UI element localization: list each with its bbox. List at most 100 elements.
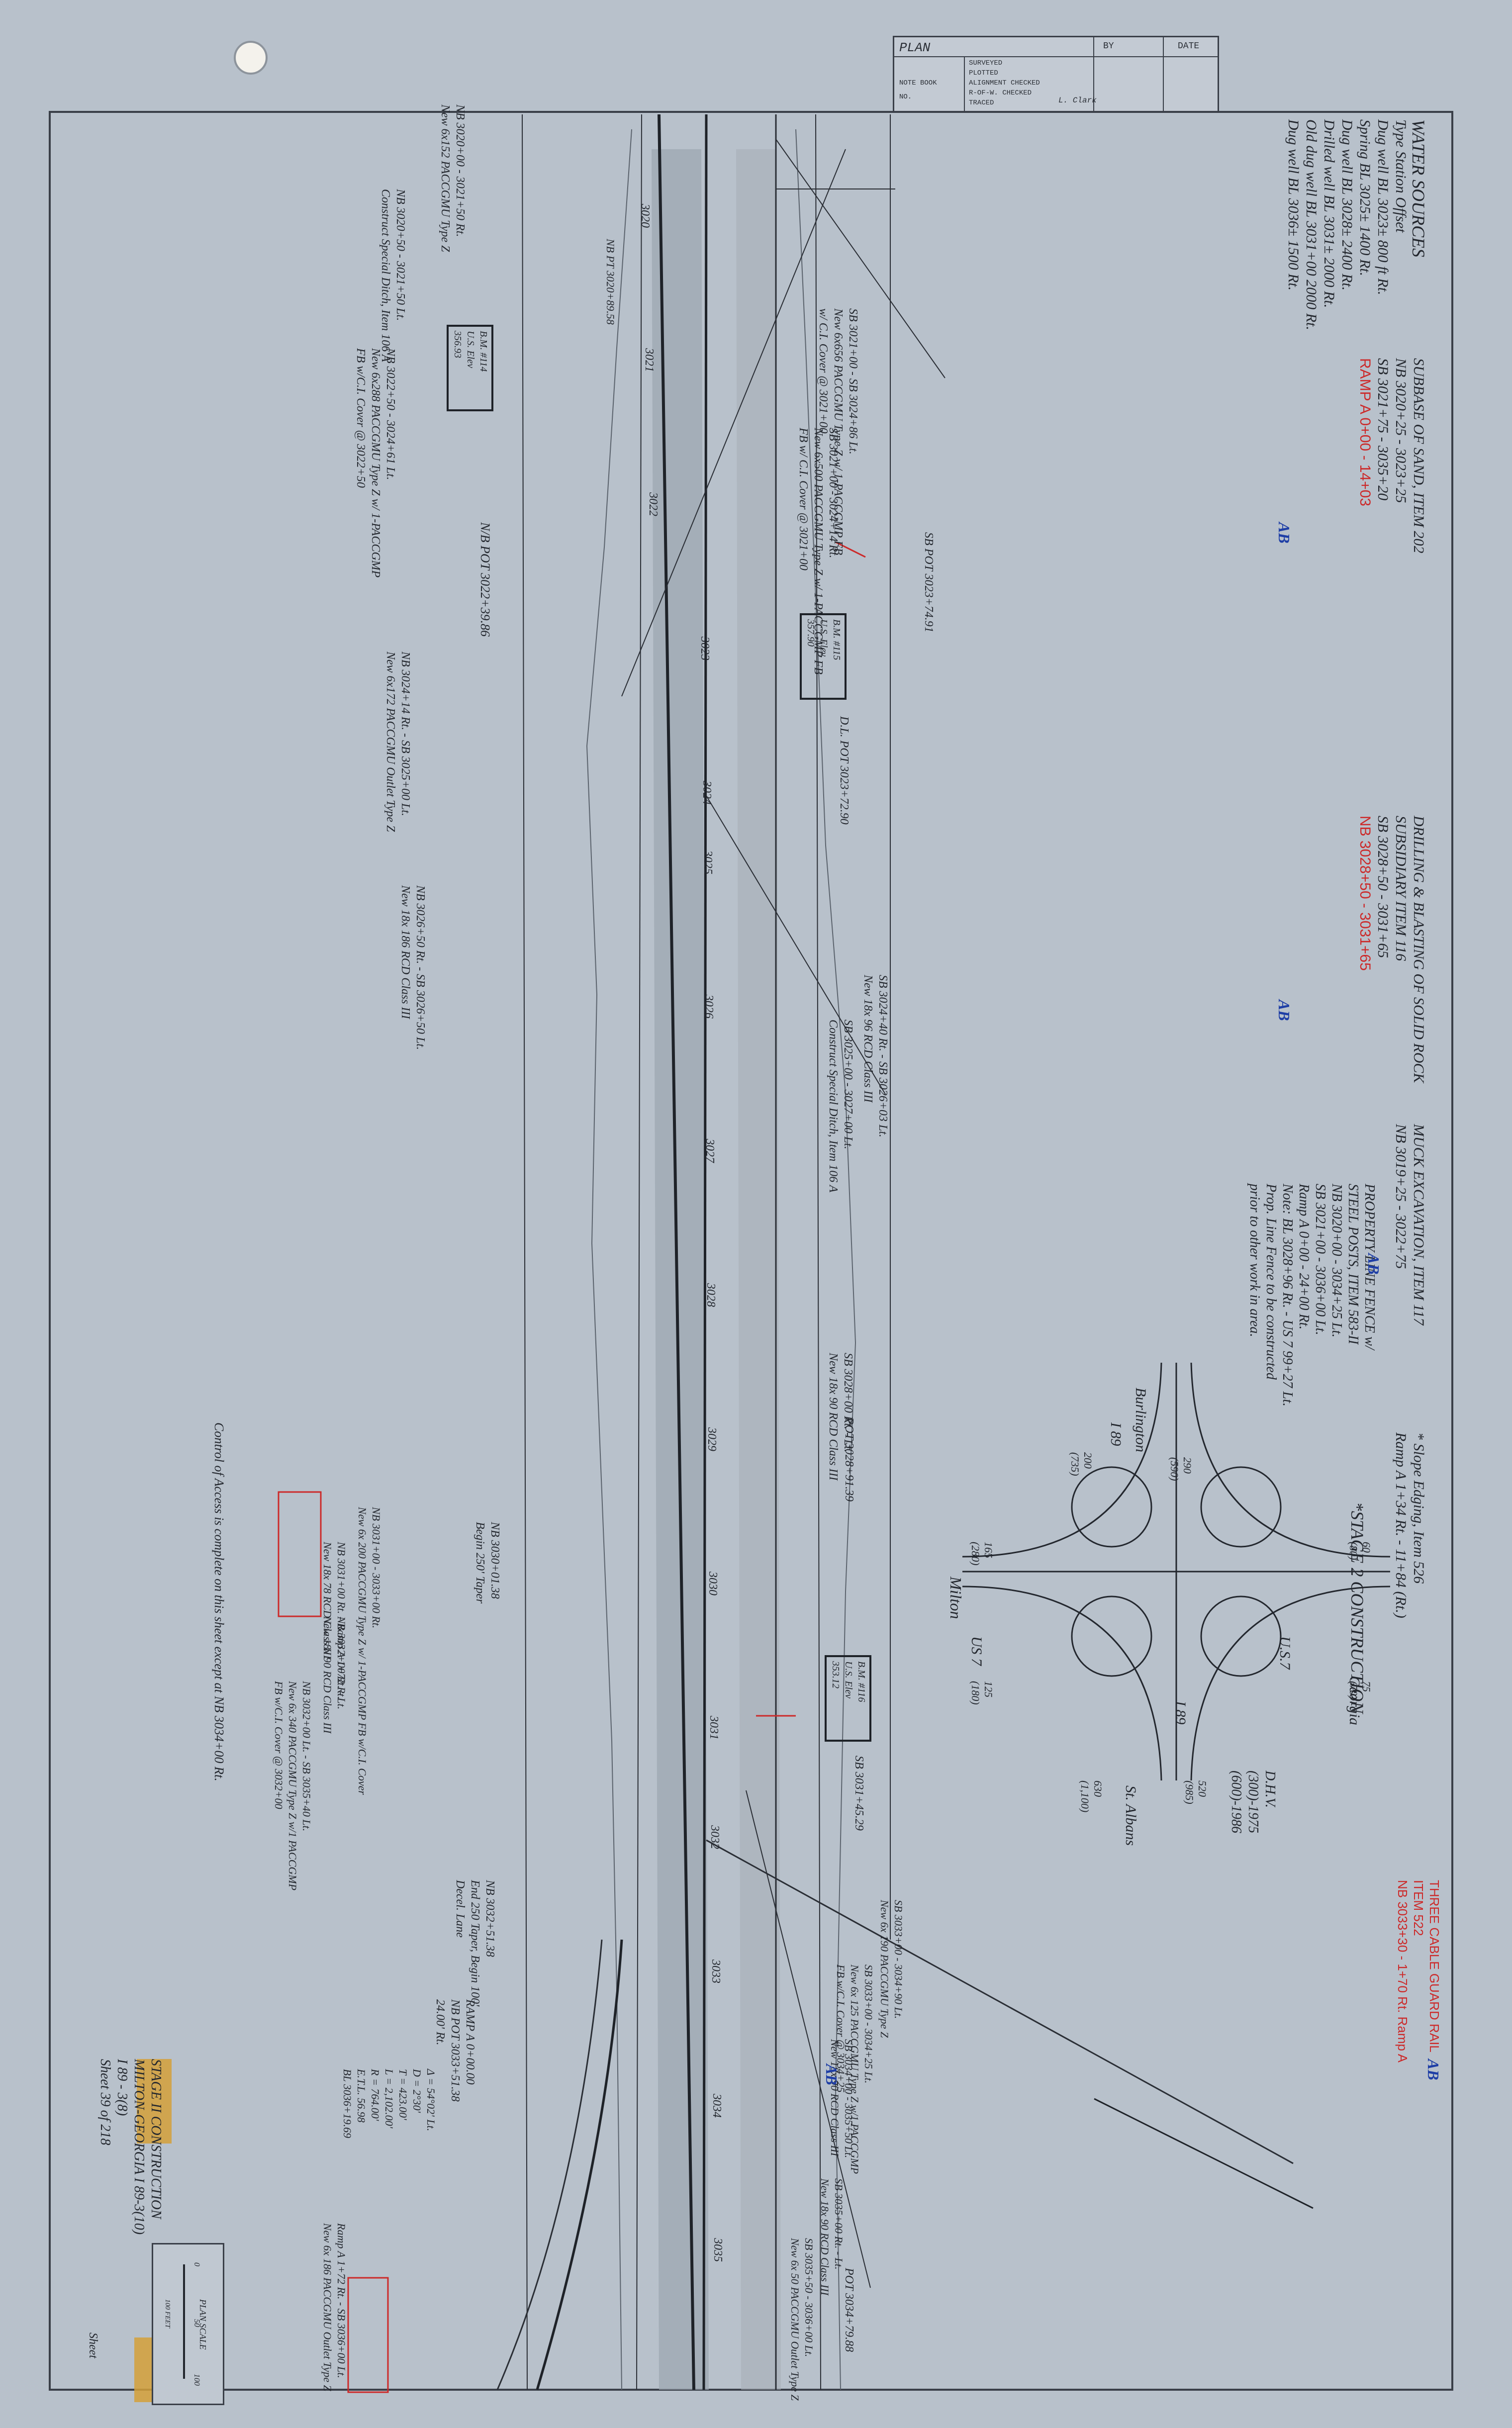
note: New 18x 90 RCD Class III — [321, 1616, 334, 1734]
water-source-row: Dug well BL 3023± 800 ft Rt. — [1375, 119, 1391, 295]
label: 3021 — [643, 348, 656, 372]
drainage-notes-block-o: SB 3033+00 - 3034+90 Lt. New 6x 190 PACC… — [877, 1900, 905, 2038]
label: 75 — [1360, 1681, 1373, 1692]
note: SB 3024+40 Rt. - SB 3026+03 Lt. — [876, 975, 889, 1138]
slope-line: Ramp A 1+34 Rt. - 11+84 (Rt.) — [1393, 1432, 1409, 1618]
drilling-line: SUBSIDIARY ITEM 116 — [1393, 816, 1409, 961]
ab-marker: AB — [1275, 1000, 1293, 1021]
note: NB 3022+50 - 3024+61 Lt. — [384, 348, 397, 480]
ditch-line-left — [586, 129, 632, 2390]
sb-3031-note: SB 3031+45.29 — [852, 1756, 865, 1831]
drilling-note: DRILLING & BLASTING OF SOLID ROCK SUBSID… — [1356, 816, 1427, 1083]
skew-line-5 — [775, 139, 945, 378]
label: AB — [1275, 1000, 1293, 1021]
note: NB 3031+00 - 3033+00 Rt. — [370, 1507, 382, 1629]
fence-line: STEEL POSTS, ITEM 583-II — [1345, 1184, 1361, 1345]
label: 356.93 — [452, 331, 463, 358]
drainage-notes-block-q: SB 3034+00 - 3035+50 Lt. New 18x 90 RCD … — [828, 2039, 855, 2158]
title-block-notebook: NOTE BOOK — [899, 79, 937, 87]
drainage-notes-block-n: NB 3032+00 Lt. - SB 3035+40 Lt. New 6x 3… — [272, 1681, 313, 1890]
note: NB PT 3020+89.58 — [604, 239, 617, 325]
fence-line: NB 3020+00 - 3034+25 Lt. — [1329, 1184, 1344, 1338]
label: I 89 - 3(8) — [114, 2059, 130, 2116]
label: St. Albans — [1123, 1785, 1139, 1846]
ab-marker: AB — [822, 2064, 841, 2085]
station-label: 3029 — [705, 1427, 718, 1451]
plan-scale-box: PLAN SCALE 0 50 100 100 FEET — [152, 2243, 224, 2405]
label: AB — [823, 2064, 841, 2085]
ramp-a-start-note: RAMP A 0+00.00 NB POT 3033+51.38 24.00' … — [433, 1999, 477, 2102]
label: 3028 — [704, 1283, 717, 1307]
bm-box-115 — [800, 613, 847, 700]
curve-line: Δ = 54°02' Lt. — [425, 2069, 437, 2132]
label: B.M. #114 — [478, 331, 489, 372]
station-label: 3023 — [698, 637, 711, 660]
note: New 6x 200 PACCGMU Type Z w/ 1-PACCGMP F… — [356, 1507, 369, 1795]
label: Milton — [947, 1577, 965, 1619]
curve-data: Δ = 54°02' Lt. D = 2°30' T = 423.00' L =… — [340, 2069, 438, 2138]
label: AB — [1424, 2059, 1442, 2080]
label: 3030 — [706, 1572, 719, 1595]
drainage-notes-block-b: NB 3020+50 - 3021+50 Lt. Construct Speci… — [378, 189, 408, 362]
label: (1,100) — [1079, 1780, 1091, 1813]
label: U.S. Elev — [465, 331, 476, 368]
note: FB w/C.I. Cover @ 3022+50 — [354, 348, 367, 488]
subbase-note: SUBBASE OF SAND, ITEM 202 NB 3020+25 - 3… — [1356, 358, 1427, 553]
skew-line-1 — [621, 149, 846, 697]
access-note: Control of Access is complete on this sh… — [211, 1422, 226, 1781]
interchange-volume: 290 (590) — [1168, 1457, 1194, 1481]
title-block-row: ALIGNMENT CHECKED — [969, 79, 1040, 87]
station-label: 3020 — [638, 204, 652, 228]
interchange-label-milton: Milton — [946, 1577, 965, 1619]
drainage-notes-block-g: SB 3024+40 Rt. - SB 3026+03 Lt. New 18x … — [860, 975, 890, 1137]
red-elev-box-top — [278, 1491, 322, 1617]
label: 3031 — [707, 1716, 720, 1740]
label: (280) — [969, 1542, 982, 1566]
skew-line-2 — [706, 795, 886, 1095]
label: Burlington — [1133, 1388, 1149, 1453]
label: 200 — [1082, 1452, 1094, 1469]
slope-note: * Slope Edging, Item 526 Ramp A 1+34 Rt.… — [1392, 1432, 1427, 1618]
water-source-row: Dug well BL 3036± 1500 Rt. — [1285, 119, 1302, 291]
label: 60 — [1360, 1542, 1373, 1553]
note: New 18x 90 RCD Class III — [819, 2178, 831, 2296]
note: New 6x 50 PACCGMU Outlet Type Z — [789, 2238, 801, 2401]
row-line-far-left — [522, 114, 528, 2390]
drainage-notes-block-s: SB 3035+50 - 3036+00 Lt. New 6x 50 PACCG… — [788, 2238, 816, 2401]
skew-line-4 — [746, 1790, 871, 2288]
fence-line: Prop. Line Fence to be constructed — [1263, 1184, 1279, 1380]
bm-114-label: B.M. #114 U.S. Elev 356.93 — [451, 331, 490, 372]
interchange-volume: 60 (80) — [1347, 1542, 1373, 1560]
drilling-line: SB 3028+50 - 3031+65 — [1375, 816, 1391, 958]
interchange-volume: 200 (735) — [1068, 1452, 1094, 1476]
label: (590) — [1168, 1457, 1181, 1481]
title-block: PLAN BY DATE SURVEYED PLOTTED ALIGNMENT … — [893, 36, 1219, 112]
note: NB 3026+50 Rt. - SB 3026+50 Lt. — [414, 885, 427, 1050]
note: SB 3035+50 - 3036+00 Lt. — [803, 2238, 815, 2357]
label: Sheet — [87, 2333, 99, 2358]
label: AB — [1275, 522, 1293, 544]
label: 3033 — [709, 1960, 722, 1983]
interchange-diagram — [962, 1362, 1391, 1781]
curve-line: R = 764.00' — [369, 2069, 381, 2121]
label: 290 — [1181, 1457, 1194, 1474]
ditch-line-right — [795, 129, 856, 2390]
label: (180) — [969, 1681, 982, 1705]
label: 100 FEET — [164, 2299, 171, 2328]
note: NB 3020+50 - 3021+50 Lt. — [394, 189, 407, 321]
alignment-line-sb — [702, 114, 708, 2390]
tl-arrow — [1094, 2098, 1314, 2209]
fence-line: Ramp A 0+00 - 24+00 Rt. — [1296, 1184, 1312, 1330]
water-sources-heading: WATER SOURCES — [1409, 119, 1428, 258]
label: 3024 — [700, 781, 713, 805]
guard-rail-line: THREE CABLE GUARD RAIL — [1427, 1880, 1442, 2053]
subbase-red-line: RAMP A 0+00 - 14+03 — [1357, 358, 1373, 506]
pot-3028-note: POT 3028+91.39 — [842, 1417, 855, 1501]
interchange-volume: 520 (985) — [1183, 1780, 1209, 1804]
water-source-row: Dug well BL 3028± 2400 Rt. — [1339, 119, 1355, 291]
fence-line: PROPERTY LINE FENCE w/ — [1362, 1184, 1377, 1350]
red-elev-box-bottom — [347, 2277, 389, 2393]
station-label: 3021 — [642, 348, 656, 372]
water-source-row: Old dug well BL 3031+00 2000 Rt. — [1303, 119, 1320, 330]
